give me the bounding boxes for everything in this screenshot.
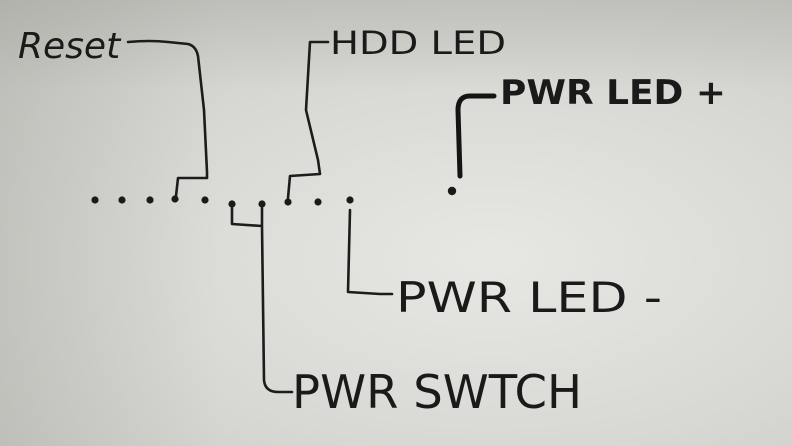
pwr-led-plus-label: PWR LED + xyxy=(500,73,726,113)
header-pin xyxy=(228,200,236,208)
hdd-led-label: HDD LED xyxy=(330,24,506,62)
header-pin xyxy=(314,198,322,206)
header-pin xyxy=(146,196,154,204)
pwr-switch-lead-line xyxy=(230,204,294,394)
reset-label: Reset xyxy=(18,26,122,67)
header-pin xyxy=(201,196,209,204)
hdd-led-lead-line xyxy=(286,40,330,200)
header-pin xyxy=(346,196,354,204)
reset-lead-line xyxy=(126,39,209,198)
pwr-switch-label: PWR SWTCH xyxy=(292,365,582,419)
paper-shadow-left xyxy=(0,0,220,446)
header-pin xyxy=(91,196,99,204)
header-pin xyxy=(258,200,266,208)
pwr-led-minus-lead-line xyxy=(346,208,394,296)
header-pins xyxy=(91,186,457,208)
header-pin xyxy=(118,196,126,204)
paper-shadow-top xyxy=(0,0,792,90)
pwr-led-plus-lead-line xyxy=(455,93,497,179)
header-pin-pwr-led-plus xyxy=(447,186,457,196)
pwr-led-minus-label: PWR LED - xyxy=(396,273,662,322)
header-pin xyxy=(171,195,179,203)
header-pin xyxy=(284,198,292,206)
